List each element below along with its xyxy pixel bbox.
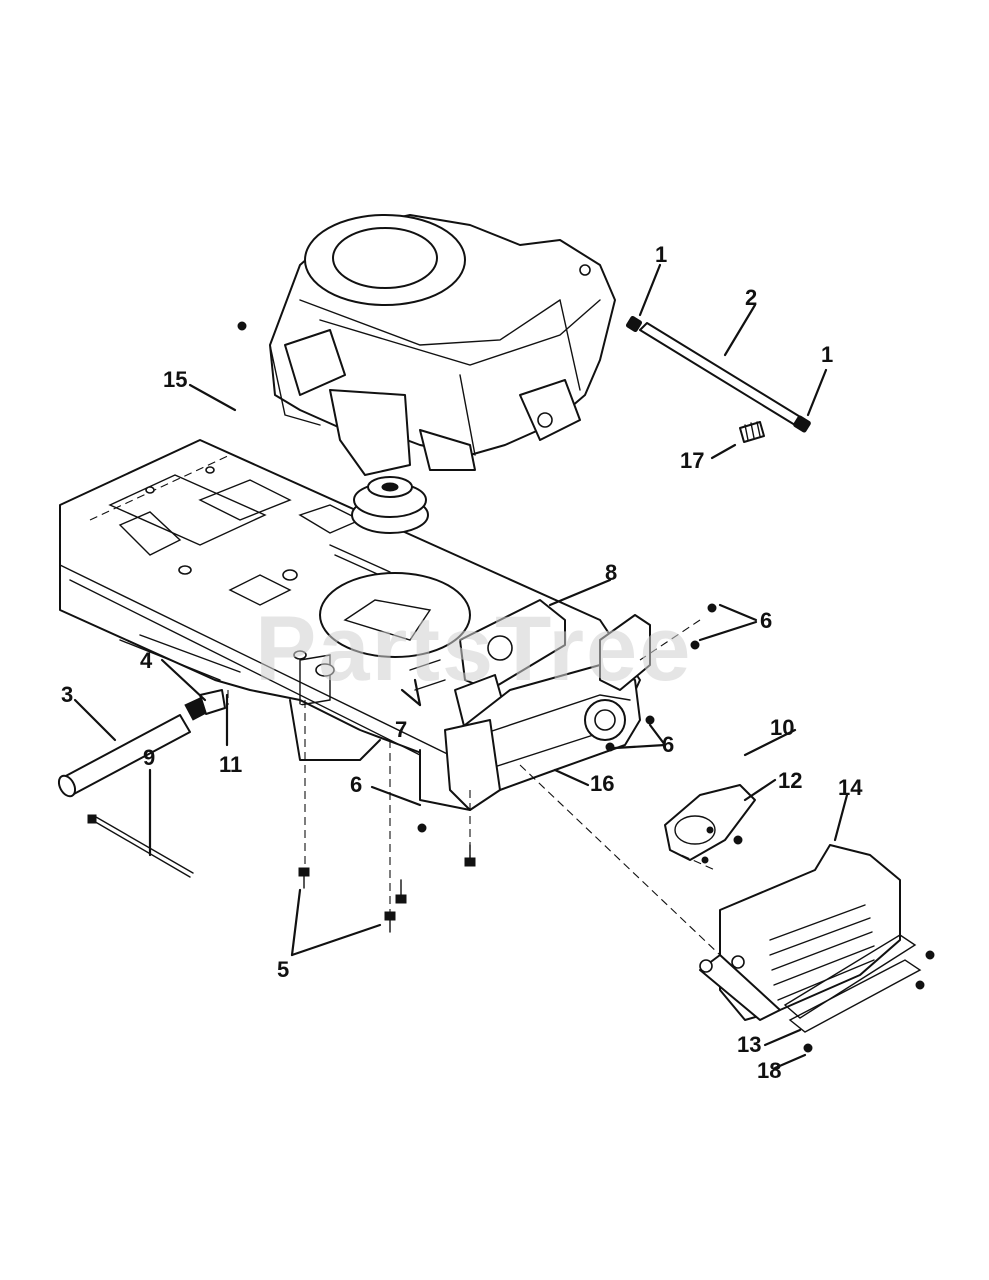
callout-9: 9 <box>143 745 155 770</box>
part-17-spring <box>739 421 765 443</box>
part-14-muffler-guard <box>699 844 922 1033</box>
part-2-rod <box>625 315 811 433</box>
bolt-vert-1 <box>395 879 407 904</box>
callout-6-top: 6 <box>760 608 772 633</box>
callout-3: 3 <box>61 682 73 707</box>
part-9-cable-tie <box>87 814 194 878</box>
callout-2: 2 <box>745 285 757 310</box>
callout-16: 16 <box>590 771 614 796</box>
bolt-5b <box>384 911 396 933</box>
callout-4: 4 <box>140 648 153 673</box>
fasteners <box>237 321 935 1053</box>
part-10-heat-shield <box>664 784 756 861</box>
bolt-5a <box>298 867 310 889</box>
part-16-muffler <box>444 614 651 811</box>
part-3-tube <box>57 714 191 798</box>
callout-17: 17 <box>680 448 704 473</box>
callout-5: 5 <box>277 957 289 982</box>
bolt-vert-2 <box>464 844 476 867</box>
callout-1-top: 1 <box>655 242 667 267</box>
callout-7: 7 <box>395 717 407 742</box>
callout-12: 12 <box>778 768 802 793</box>
part-4-fitting <box>184 689 226 721</box>
callout-6-left: 6 <box>350 772 362 797</box>
callout-6-mid: 6 <box>662 732 674 757</box>
callout-8: 8 <box>605 560 617 585</box>
callout-18: 18 <box>757 1058 781 1083</box>
callout-14: 14 <box>838 775 863 800</box>
callout-11: 11 <box>219 752 242 777</box>
callout-15: 15 <box>163 367 187 392</box>
leader-lines <box>73 263 849 1070</box>
engine <box>269 214 616 534</box>
callout-10: 10 <box>770 715 794 740</box>
callout-labels: 1 2 1 15 17 8 6 4 3 7 6 10 11 9 6 16 12 … <box>61 242 863 1083</box>
callout-13: 13 <box>737 1032 761 1057</box>
watermark-text: PartsTree <box>255 598 692 700</box>
callout-1-right: 1 <box>821 342 833 367</box>
